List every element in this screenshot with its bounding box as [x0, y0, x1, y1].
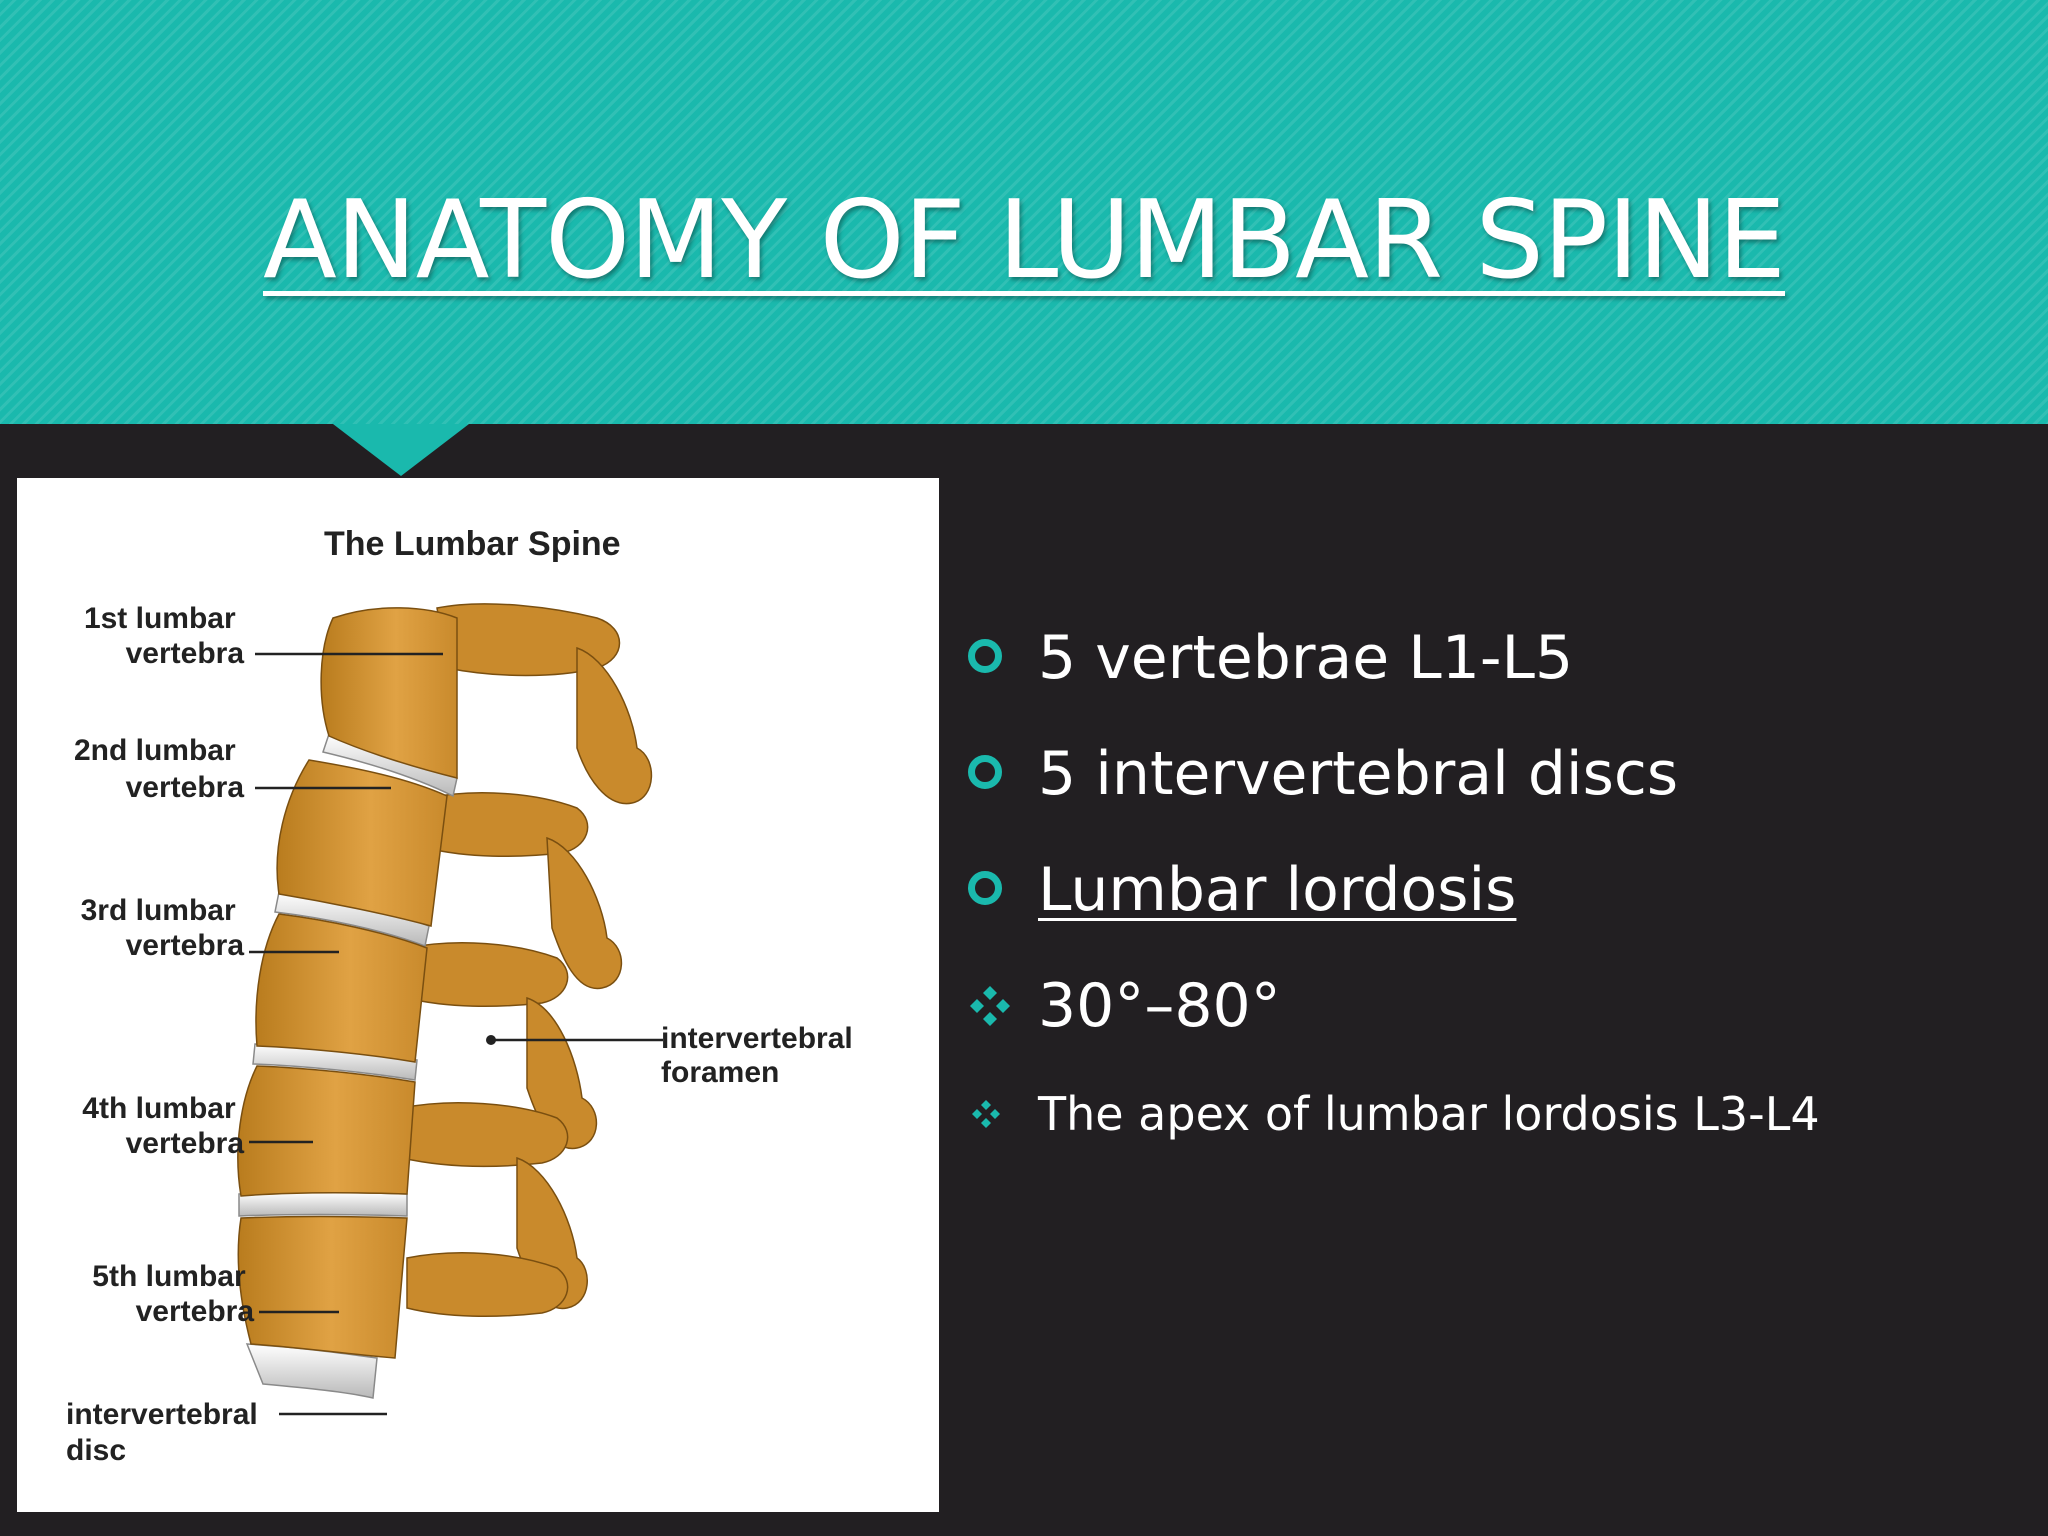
- bullet-text: 5 intervertebral discs: [1038, 739, 1679, 809]
- figure-title: The Lumbar Spine: [324, 525, 621, 563]
- svg-text:5th lumbar vertebra: 5th lumbar vertebra: [92, 1260, 254, 1328]
- bullet-vertebrae: 5 vertebrae L1-L5: [960, 600, 2020, 716]
- circle-icon: [968, 755, 1002, 789]
- label-3rd-lumbar: 3rd lumbar: [81, 894, 236, 927]
- bullet-discs: 5 intervertebral discs: [960, 716, 2020, 832]
- lumbar-spine-figure: The Lumbar Spine: [17, 478, 939, 1512]
- bullet-text: The apex of lumbar lordosis L3-L4: [1038, 1087, 1820, 1141]
- circle-icon: [968, 871, 1002, 905]
- label-2nd-lumbar: 2nd lumbar: [74, 734, 236, 767]
- bullet-lordosis: Lumbar lordosis: [960, 832, 2020, 948]
- svg-text:2nd lumbar vertebra: 2nd lumbar vertebra: [74, 734, 244, 804]
- label-intervertebral-foramen-2: foramen: [661, 1056, 779, 1089]
- label-5th-vertebra: vertebra: [136, 1295, 255, 1328]
- diamond-cluster-icon: [972, 1100, 1000, 1128]
- label-5th-lumbar: 5th lumbar: [92, 1260, 246, 1293]
- intervertebral-discs: [238, 733, 458, 1399]
- label-leader-lines: [249, 652, 663, 1416]
- bullet-list: 5 vertebrae L1-L5 5 intervertebral discs…: [960, 600, 2020, 1164]
- svg-text:4th lumbar vertebra: 4th lumbar vertebra: [82, 1092, 244, 1160]
- label-4th-lumbar: 4th lumbar: [82, 1092, 236, 1125]
- slide-title: ANATOMY OF LUMBAR SPINE: [262, 178, 1786, 303]
- bullet-text-link[interactable]: Lumbar lordosis: [1038, 855, 1517, 925]
- svg-text:intervertebral foramen: intervertebral foramen: [661, 1022, 861, 1089]
- label-2nd-vertebra: vertebra: [126, 771, 245, 804]
- svg-text:3rd lumbar vertebra: 3rd lumbar vertebra: [81, 894, 245, 962]
- svg-text:intervertebral disc: intervertebral disc: [66, 1398, 266, 1467]
- label-intervertebral-foramen-1: intervertebral: [661, 1022, 853, 1055]
- label-1st-lumbar: 1st lumbar: [84, 602, 236, 635]
- banner-pointer: [333, 424, 469, 476]
- bullet-text: 30°–80°: [1038, 971, 1281, 1041]
- label-intervertebral-disc-1: intervertebral: [66, 1398, 258, 1431]
- vertebral-bodies: [237, 607, 458, 1359]
- spinous-processes: [401, 603, 653, 1318]
- circle-icon: [968, 639, 1002, 673]
- label-intervertebral-disc-2: disc: [66, 1434, 126, 1467]
- bullet-apex: The apex of lumbar lordosis L3-L4: [960, 1064, 2020, 1164]
- diamond-cluster-icon: [970, 986, 1010, 1026]
- lumbar-spine-illustration: The Lumbar Spine: [66, 525, 861, 1467]
- bullet-angle-range: 30°–80°: [960, 948, 2020, 1064]
- svg-text:1st lumbar vertebra: 1st lumbar vertebra: [84, 602, 244, 670]
- label-3rd-vertebra: vertebra: [126, 929, 245, 962]
- title-banner: ANATOMY OF LUMBAR SPINE: [0, 0, 2048, 424]
- foramen-marker: [486, 1035, 496, 1045]
- label-4th-vertebra: vertebra: [126, 1127, 245, 1160]
- label-1st-vertebra: vertebra: [126, 637, 245, 670]
- bullet-text: 5 vertebrae L1-L5: [1038, 623, 1574, 693]
